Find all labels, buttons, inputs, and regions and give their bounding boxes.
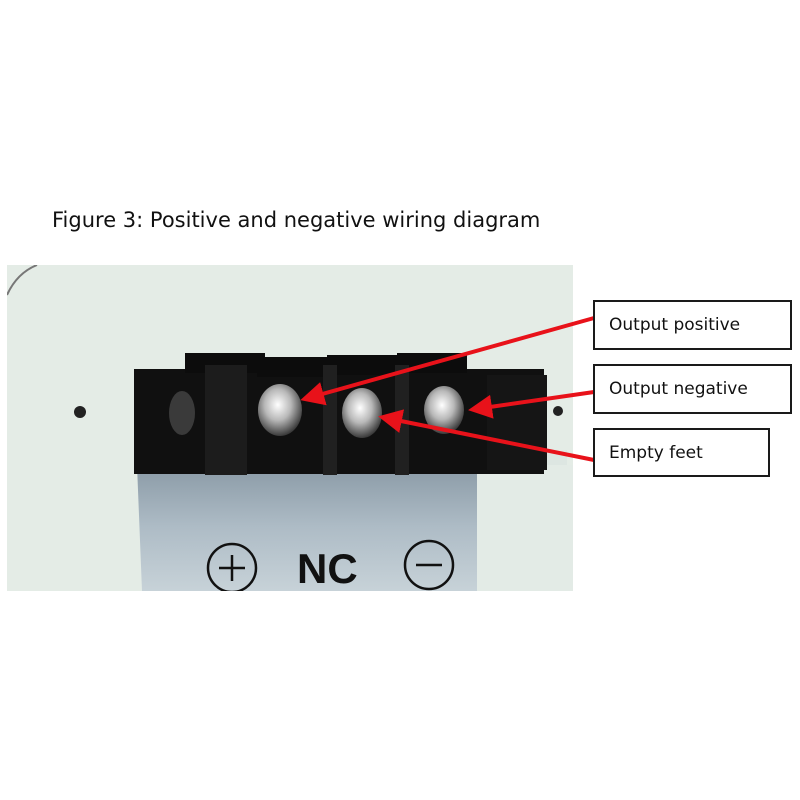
terminal-block-photo: NC (7, 265, 573, 591)
callout-label: Output positive (609, 315, 741, 335)
callout-label: Output negative (609, 379, 748, 399)
polarity-markings: NC (206, 539, 455, 591)
figure-caption: Figure 3: Positive and negative wiring d… (52, 208, 541, 232)
nc-marking: NC (297, 545, 358, 591)
callout-empty-feet: Empty feet (593, 428, 770, 477)
callout-output-negative: Output negative (593, 364, 792, 414)
callout-label: Empty feet (609, 442, 703, 463)
callout-output-positive: Output positive (593, 300, 792, 350)
terminal-block-illustration: NC (7, 265, 573, 591)
